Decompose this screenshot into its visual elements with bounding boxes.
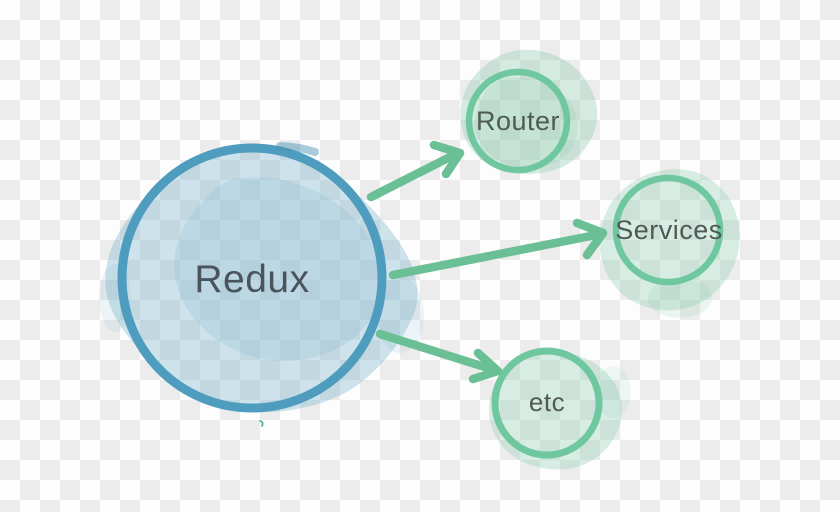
services-blob-base bbox=[599, 169, 740, 311]
node-label-services: Services bbox=[615, 214, 723, 245]
arrow-redux-to-services bbox=[388, 218, 608, 280]
router-blob-inner bbox=[474, 77, 578, 168]
services-watercolor-blob bbox=[599, 169, 740, 318]
node-label-redux: Redux bbox=[194, 258, 310, 302]
node-label-etc: etc bbox=[528, 386, 566, 417]
arrow-redux-to-etc bbox=[375, 329, 503, 384]
services-blob-spill-bottom bbox=[648, 278, 712, 318]
ink-speck bbox=[259, 420, 264, 427]
redux-blob-base bbox=[105, 151, 418, 413]
services-circle bbox=[612, 174, 724, 286]
redux-blob-inner bbox=[174, 177, 383, 361]
redux-circle-overlap-stroke bbox=[276, 142, 319, 156]
etc-watercolor-blob bbox=[488, 351, 631, 470]
router-circle bbox=[465, 68, 571, 174]
etc-circle bbox=[491, 347, 603, 459]
etc-blob-base bbox=[488, 351, 622, 470]
redux-circle bbox=[117, 143, 387, 413]
etc-blob-spill-right bbox=[595, 366, 631, 418]
arrow-redux-to-router bbox=[366, 140, 465, 202]
redux-watercolor-blob bbox=[99, 151, 424, 413]
node-label-router: Router bbox=[475, 105, 561, 136]
